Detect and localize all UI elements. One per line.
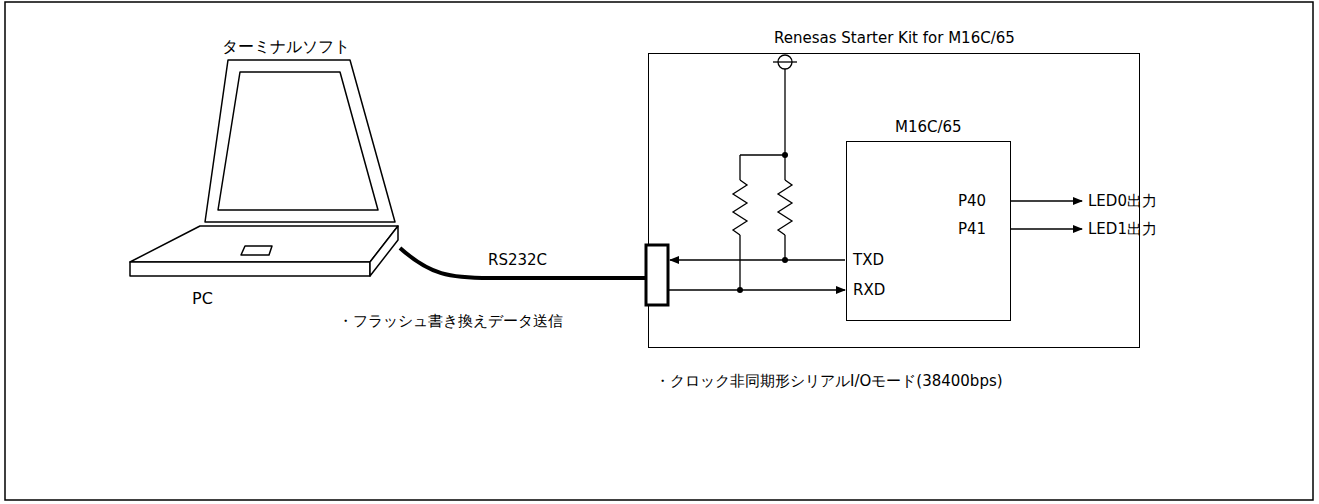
signal-wires [668, 201, 1082, 290]
note: ・フラッシュ書き換えデータ送信 [338, 312, 563, 330]
node-title: ターミナルソフト [222, 38, 350, 56]
node-title: M16C/65 [895, 118, 962, 136]
cable-label: RS232C [488, 251, 547, 269]
db9-connector [646, 245, 668, 305]
pullup-circuit [733, 55, 797, 290]
output-label: LED0出力 [1088, 192, 1157, 210]
junction-dots [737, 152, 788, 293]
node-title: Renesas Starter Kit for M16C/65 [774, 29, 1015, 47]
resistor-symbol [778, 180, 792, 235]
outer-frame [5, 2, 1313, 500]
starter-kit-board: Renesas Starter Kit for M16C/65M16C/65 [648, 53, 1140, 348]
pin-name: P40 [958, 192, 986, 210]
pin-name: TXD [853, 251, 884, 269]
node-caption: PC [192, 290, 213, 308]
pin-name: RXD [853, 281, 885, 299]
output-label: LED1出力 [1088, 220, 1157, 238]
note: ・クロック非同期形シリアルI/Oモード(38400bps) [655, 372, 1003, 390]
resistor-symbol [733, 180, 747, 235]
serial-cable [400, 248, 648, 278]
pin-name: P41 [958, 220, 986, 238]
laptop-icon [130, 60, 398, 276]
pc-terminal: ターミナルソフト PC [130, 36, 400, 311]
